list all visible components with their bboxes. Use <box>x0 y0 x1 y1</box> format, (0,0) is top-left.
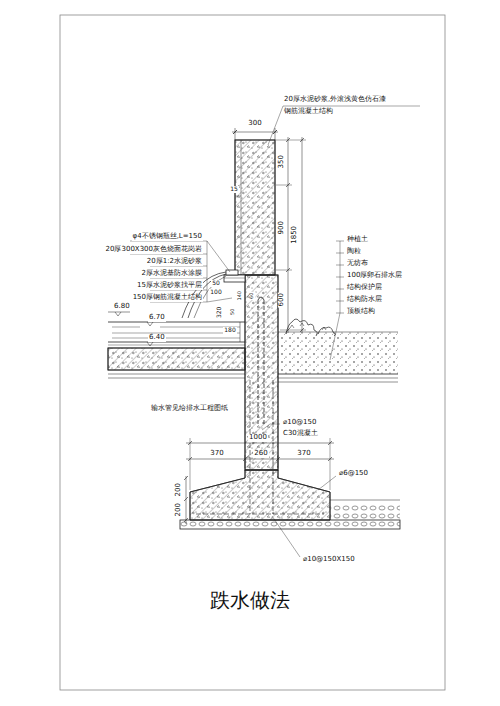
dimension: 1000 <box>248 434 268 442</box>
dimension: 50 <box>230 308 236 316</box>
layer-label: 100厚卵石排水层 <box>346 272 403 280</box>
elevation: 6.70 <box>148 314 166 322</box>
layer-label: 2厚水泥基防水涂膜 <box>141 270 203 278</box>
layer-label: 种植土 <box>346 236 369 244</box>
note-text: 20厚水泥砂浆,外滚浅黄色仿石漆 <box>283 96 387 104</box>
dimension: 140 <box>237 290 243 302</box>
dimension: 350 <box>278 154 286 169</box>
elevation: 6.40 <box>148 334 166 342</box>
rebar-label: ⌀10@150X150 <box>302 556 356 564</box>
rebar-label: ⌀6@150 <box>338 470 369 478</box>
dimension: 300 <box>247 120 262 128</box>
caption: 跌水做法 <box>210 588 290 612</box>
elevation: 6.80 <box>113 303 131 311</box>
dimension: 180 <box>223 327 236 334</box>
dimension: 320 <box>217 305 224 318</box>
dimension: 15 <box>229 186 239 193</box>
dimension: 900 <box>278 220 286 235</box>
dimension: 50 <box>211 280 221 287</box>
note-text: 钢筋混凝土结构 <box>283 108 334 116</box>
layer-label: 20厚300X300灰色烧面花岗岩 <box>105 246 203 254</box>
layer-label: 150厚钢筋混凝土结构 <box>132 294 203 302</box>
layer-label: 陶粒 <box>346 248 362 256</box>
dimension: 370 <box>209 450 224 458</box>
dimension: 200 <box>175 502 183 517</box>
dimension: 370 <box>296 450 311 458</box>
layer-label: 15厚水泥砂浆找平层 <box>136 282 203 290</box>
layer-label: 顶板结构 <box>346 308 376 316</box>
dimension: 1850 <box>291 225 299 245</box>
layer-label: φ4不锈钢瓶丝,L=150 <box>132 233 203 241</box>
dimension: 100 <box>209 289 222 296</box>
rebar-label: ⌀10@150 <box>282 419 317 427</box>
material-label: C30混凝土 <box>282 430 319 438</box>
layer-label: 无纺布 <box>346 260 369 268</box>
dimension: 600 <box>278 292 286 307</box>
layer-label: 结构保护层 <box>346 284 383 292</box>
layer-label: 结构防水层 <box>346 296 383 304</box>
dimension: 200 <box>175 482 183 497</box>
layer-label: 20厚1:2水泥砂浆 <box>146 258 203 266</box>
note-text: 输水管见给排水工程图纸 <box>150 405 229 413</box>
dimension: 260 <box>253 450 268 458</box>
dimension: 60 <box>249 292 255 300</box>
